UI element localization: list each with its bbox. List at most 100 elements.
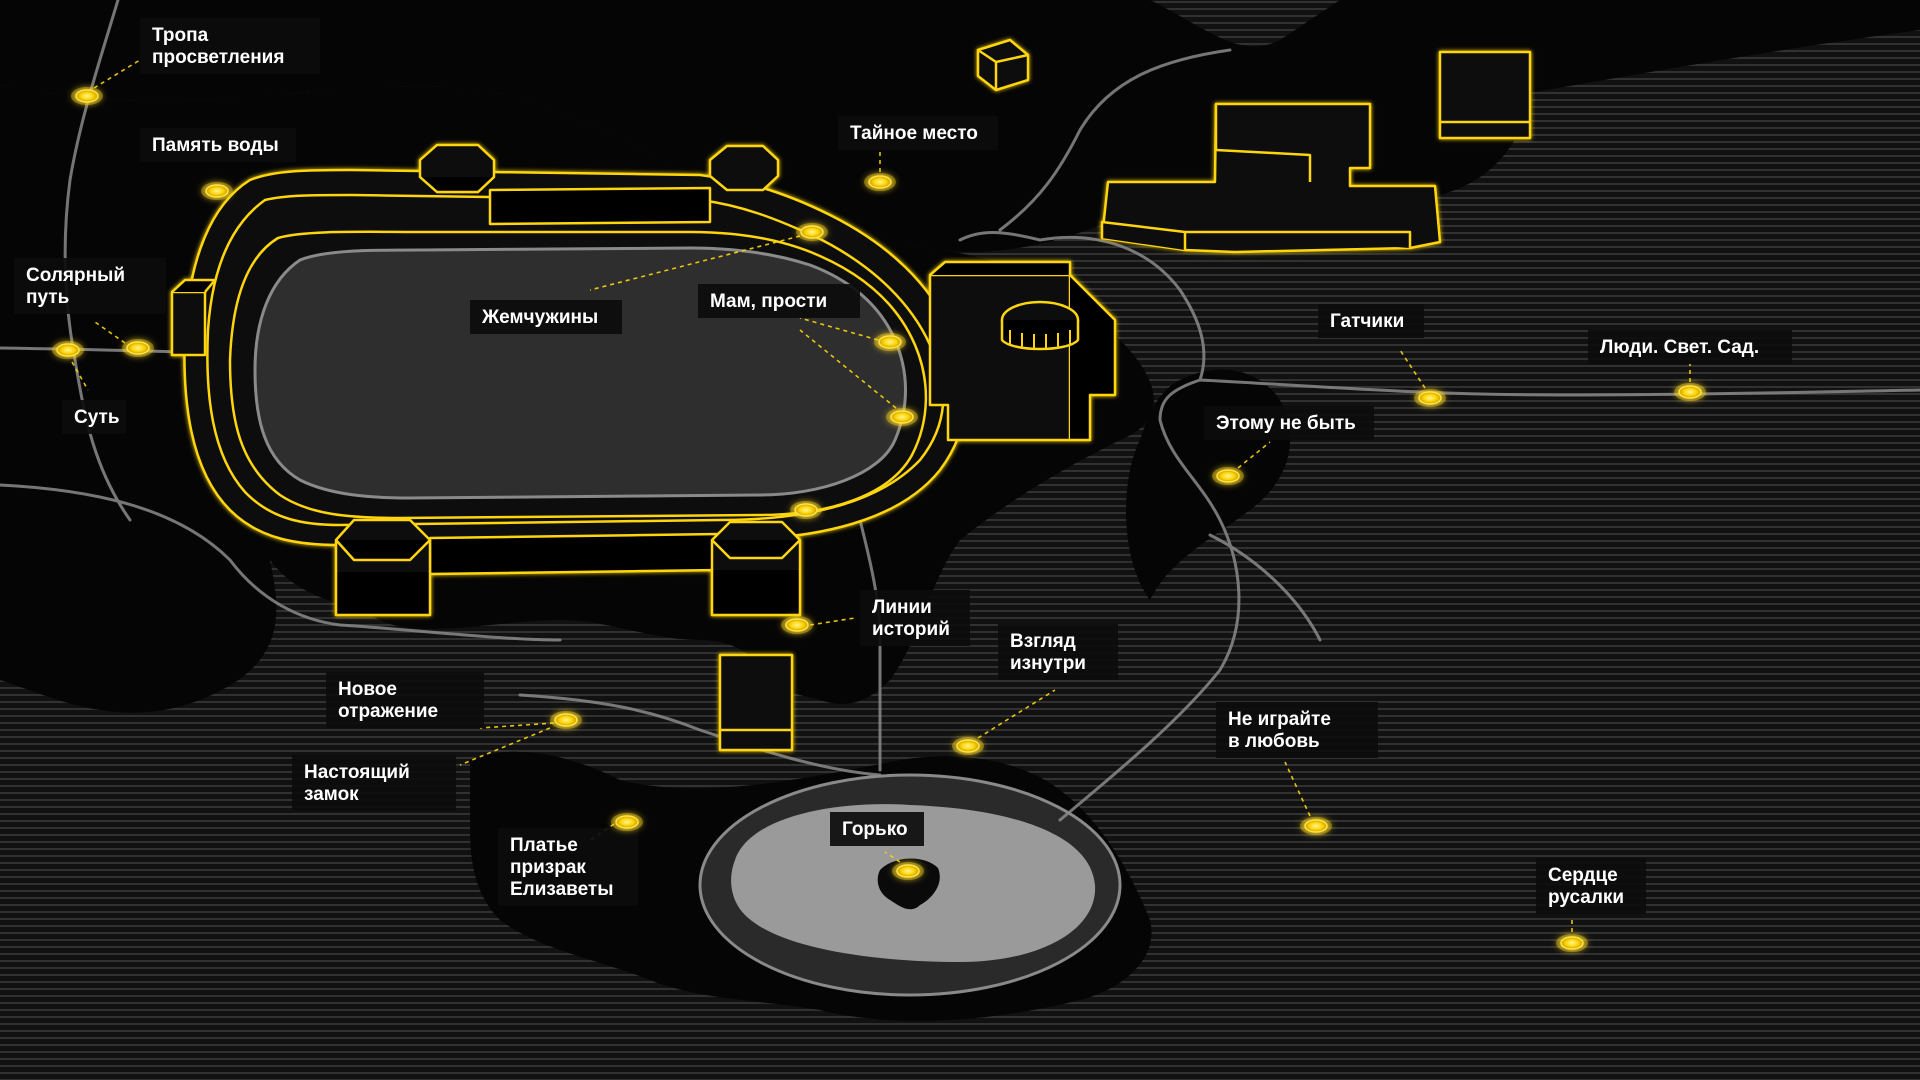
label-background bbox=[998, 624, 1118, 680]
glowing-point-icon[interactable] bbox=[790, 501, 822, 519]
glowing-point-icon[interactable] bbox=[71, 87, 103, 105]
label-background bbox=[1318, 304, 1424, 338]
label-background bbox=[1588, 330, 1792, 364]
glowing-point-icon[interactable] bbox=[886, 408, 918, 426]
leader-solyarny bbox=[94, 321, 126, 344]
glowing-point-icon[interactable] bbox=[952, 737, 984, 755]
label-background bbox=[470, 300, 622, 334]
point-core bbox=[126, 341, 150, 355]
label-gorko[interactable]: Горько bbox=[830, 812, 924, 846]
label-background bbox=[14, 258, 166, 314]
point-core bbox=[785, 618, 809, 632]
glowing-point-icon[interactable] bbox=[874, 333, 906, 351]
glowing-point-icon[interactable] bbox=[1556, 934, 1588, 952]
glowing-point-icon[interactable] bbox=[892, 862, 924, 880]
label-background bbox=[1536, 858, 1646, 914]
glowing-point-icon[interactable] bbox=[1212, 467, 1244, 485]
building-ne-block bbox=[1438, 50, 1532, 140]
building-south-block bbox=[718, 653, 794, 752]
label-background bbox=[1204, 406, 1374, 440]
label-lyudi[interactable]: Люди. Свет. Сад. bbox=[1588, 330, 1792, 364]
label-background bbox=[1216, 702, 1378, 758]
point-core bbox=[56, 343, 80, 357]
label-text: историй bbox=[872, 619, 950, 640]
tower-nw bbox=[418, 143, 496, 194]
label-background bbox=[838, 116, 998, 150]
label-zhemchuzhiny[interactable]: Жемчужины bbox=[470, 300, 622, 334]
point-core bbox=[956, 739, 980, 753]
label-text: Не играйте bbox=[1228, 709, 1331, 730]
label-text: Горько bbox=[842, 819, 908, 840]
leader-vzglyad bbox=[977, 689, 1056, 739]
label-background bbox=[140, 128, 296, 162]
point-core bbox=[205, 184, 229, 198]
glowing-point-icon[interactable] bbox=[550, 711, 582, 729]
park-area-island bbox=[693, 30, 888, 144]
label-text: Память воды bbox=[152, 135, 279, 156]
label-text: Линии bbox=[872, 597, 932, 618]
label-background bbox=[830, 812, 924, 846]
glowing-point-icon[interactable] bbox=[781, 616, 813, 634]
glowing-point-icon[interactable] bbox=[1674, 383, 1706, 401]
southern-pond bbox=[698, 773, 1122, 997]
point-core bbox=[878, 335, 902, 349]
label-background bbox=[498, 828, 638, 906]
label-background bbox=[62, 400, 126, 434]
label-text: Настоящий bbox=[304, 762, 410, 783]
glowing-point-icon[interactable] bbox=[122, 339, 154, 357]
label-text: Тайное место bbox=[850, 123, 978, 144]
point-core bbox=[554, 713, 578, 727]
leader-etomu bbox=[1237, 441, 1271, 469]
tower-sw bbox=[334, 518, 432, 617]
glowing-point-icon[interactable] bbox=[201, 182, 233, 200]
point-core bbox=[800, 225, 824, 239]
point-core bbox=[896, 864, 920, 878]
label-text: Елизаветы bbox=[510, 879, 613, 900]
glowing-point-icon[interactable] bbox=[52, 341, 84, 359]
glowing-point-icon[interactable] bbox=[611, 813, 643, 831]
point-core bbox=[1678, 385, 1702, 399]
label-mam[interactable]: Мам, прости bbox=[698, 284, 860, 318]
leader-sut bbox=[71, 361, 89, 391]
label-text: Люди. Свет. Сад. bbox=[1600, 337, 1759, 358]
label-text: просветления bbox=[152, 47, 284, 68]
glowing-point-icon[interactable] bbox=[796, 223, 828, 241]
point-core bbox=[890, 410, 914, 424]
glowing-point-icon[interactable] bbox=[1300, 817, 1332, 835]
building-small-cube bbox=[976, 38, 1030, 92]
glowing-point-icon[interactable] bbox=[1414, 389, 1446, 407]
label-text: Этому не быть bbox=[1216, 413, 1356, 434]
label-text: Взгляд bbox=[1010, 631, 1076, 652]
point-core bbox=[1418, 391, 1442, 405]
glowing-point-icon[interactable] bbox=[864, 173, 896, 191]
label-text: путь bbox=[26, 287, 69, 308]
point-core bbox=[1304, 819, 1328, 833]
label-background bbox=[140, 18, 320, 74]
leader-tropa bbox=[93, 59, 141, 89]
label-pamyat[interactable]: Память воды bbox=[140, 128, 296, 162]
label-background bbox=[860, 590, 970, 646]
label-text: в любовь bbox=[1228, 731, 1320, 752]
point-core bbox=[75, 89, 99, 103]
label-etomu[interactable]: Этому не быть bbox=[1204, 406, 1374, 440]
label-text: Платье bbox=[510, 835, 578, 856]
label-gatchiki[interactable]: Гатчики bbox=[1318, 304, 1424, 338]
label-text: Тропа bbox=[152, 25, 209, 46]
point-core bbox=[1216, 469, 1240, 483]
label-text: Жемчужины bbox=[481, 307, 598, 328]
label-taynoe[interactable]: Тайное место bbox=[838, 116, 998, 150]
label-sut[interactable]: Суть bbox=[62, 400, 126, 434]
leader-nastoyashchiy bbox=[459, 727, 551, 766]
point-core bbox=[1560, 936, 1584, 950]
